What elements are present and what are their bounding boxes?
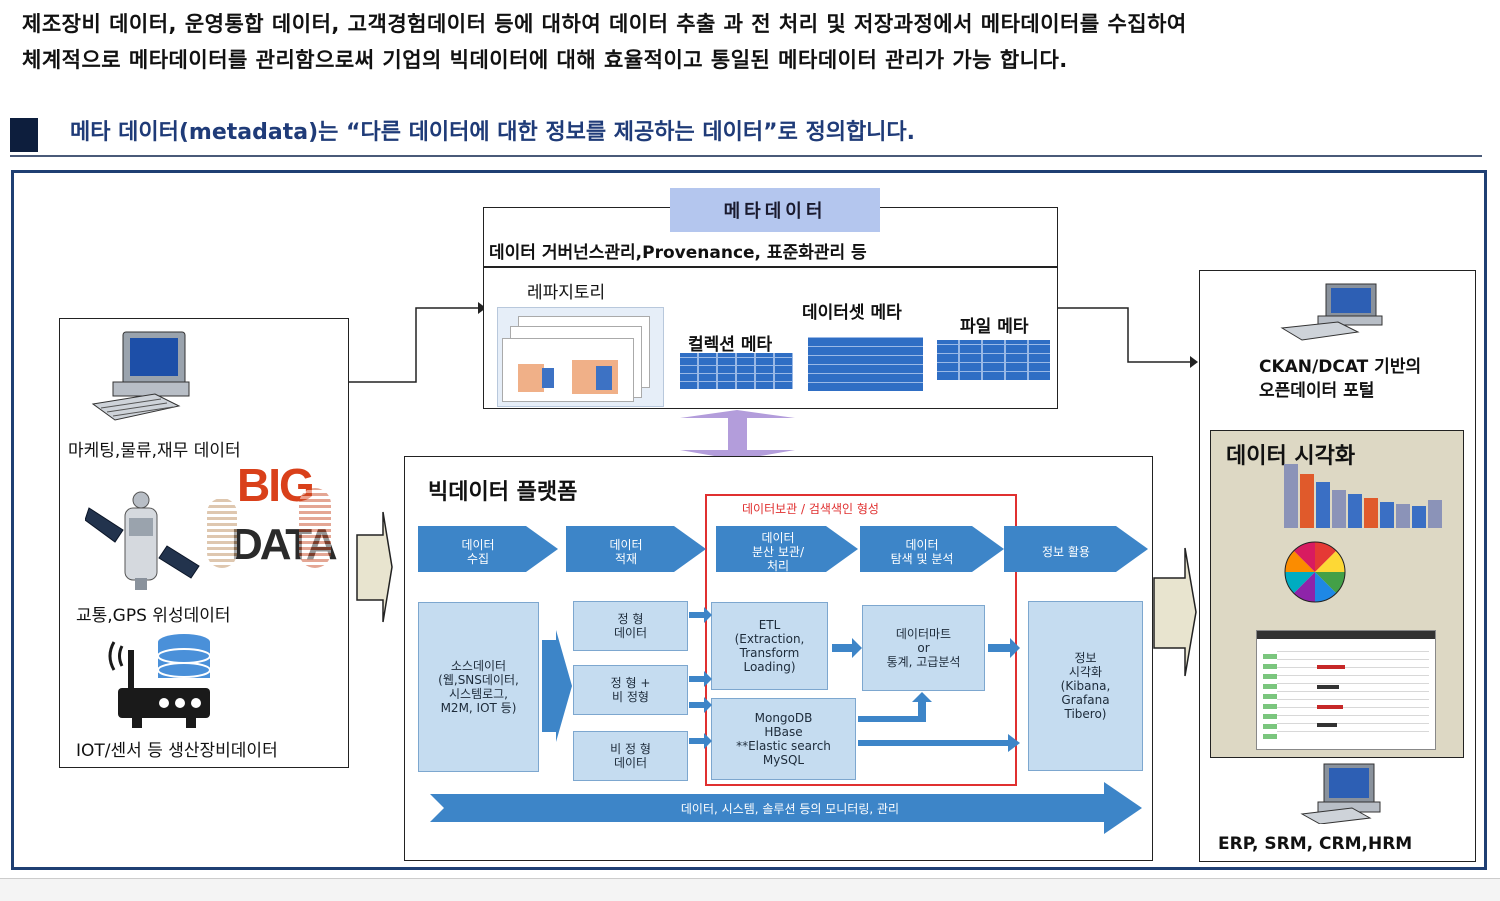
bar-chart-thumbnail — [1284, 464, 1442, 528]
monitoring-label: 데이터, 시스템, 솔루션 등의 모니터링, 관리 — [680, 802, 900, 816]
divider — [10, 155, 1482, 157]
source-data-box: 소스데이터 (웹,SNS데이터, 시스템로그, M2M, IOT 등) — [418, 602, 539, 772]
intro-line-2: 체계적으로 메타데이터를 관리함으로써 기업의 빅데이터에 대해 효율적이고 통… — [22, 48, 1068, 72]
satellite-icon — [85, 491, 200, 590]
dashboard-screenshot-thumbnail — [1256, 630, 1436, 750]
structured-data-box: 정 형 데이터 — [573, 601, 688, 651]
connector-arrowhead — [1190, 356, 1198, 368]
datastore-box: MongoDB HBase **Elastic search MySQL — [711, 698, 856, 780]
intro-paragraph: 제조장비 데이터, 운영통합 데이터, 고객경험데이터 등에 대하여 데이터 추… — [22, 6, 1482, 78]
repository-label: 레파지토리 — [527, 283, 606, 303]
portal-computer-icon — [1280, 283, 1383, 341]
iot-data-label: IOT/센서 등 생산장비데이터 — [76, 741, 278, 761]
file-meta-label: 파일 메타 — [960, 317, 1029, 337]
stage-store-label: 데이터 분산 보관/ 처리 — [751, 531, 805, 573]
gps-data-label: 교통,GPS 위성데이터 — [76, 606, 231, 626]
storage-index-label: 데이터보관 / 검색색인 형성 — [742, 502, 879, 516]
architecture-diagram-frame — [11, 170, 1487, 870]
visualization-tools-box: 정보 시각화 (Kibana, Grafana Tibero) — [1028, 601, 1143, 771]
semi-structured-data-box: 정 형 + 비 정형 — [573, 665, 688, 715]
definition-heading: 메타 데이터(metadata)는 “다른 데이터에 대한 정보를 제공하는 데… — [70, 120, 916, 145]
stage-explore-arrow — [860, 526, 1004, 572]
stage-use-label: 정보 활용 — [1042, 545, 1090, 559]
portal-label-line2: 오픈데이터 포털 — [1259, 381, 1375, 401]
dataset-meta-label: 데이터셋 메타 — [802, 303, 902, 323]
section-bullet-icon — [10, 118, 38, 152]
portal-label-line1: CKAN/DCAT 기반의 — [1259, 357, 1422, 377]
pie-chart-thumbnail — [1284, 541, 1346, 603]
platform-to-consumers-arrow — [1153, 547, 1197, 677]
intro-line-1: 제조장비 데이터, 운영통합 데이터, 고객경험데이터 등에 대하여 데이터 추… — [22, 12, 1187, 36]
data-mart-box: 데이터마트 or 통계, 고급분석 — [862, 605, 985, 691]
inner-flow-arrows — [542, 607, 1020, 752]
collection-meta-label: 컬렉션 메타 — [688, 335, 773, 355]
unstructured-data-box: 비 정 형 데이터 — [573, 731, 688, 781]
erp-computer-icon — [1300, 763, 1381, 824]
governance-label: 데이터 거버넌스관리,Provenance, 표준화관리 등 — [489, 243, 867, 263]
platform-title: 빅데이터 플랫폼 — [428, 480, 578, 505]
big-data-word-cloud: BIG DATA — [205, 458, 338, 606]
metadata-title: 메타데이터 — [670, 188, 880, 232]
process-stages — [418, 526, 1148, 572]
stage-store-arrow — [716, 526, 858, 572]
connector-meta-to-portal — [1057, 307, 1190, 363]
dataset-meta-table-icon — [808, 337, 923, 391]
metadata-divider — [483, 266, 1058, 268]
desktop-computer-icon — [91, 331, 190, 421]
stage-load-label: 데이터 적재 — [609, 538, 643, 566]
stage-load-arrow — [566, 526, 706, 572]
file-meta-table-icon — [937, 340, 1050, 380]
etl-box: ETL (Extraction, Transform Loading) — [711, 602, 828, 690]
stage-collect-arrow — [418, 526, 558, 572]
monitoring-arrow — [430, 782, 1142, 834]
connector-arrowhead — [478, 302, 486, 314]
storage-index-highlight-box — [705, 494, 1017, 786]
enterprise-systems-label: ERP, SRM, CRM,HRM — [1218, 834, 1413, 854]
stage-explore-label: 데이터 탐색 및 분석 — [890, 538, 954, 566]
connector-sources-to-meta — [348, 307, 478, 383]
stage-use-arrow — [1004, 526, 1148, 572]
repository-thumbnail — [497, 307, 664, 407]
collection-meta-table-icon — [680, 353, 793, 389]
sources-to-platform-arrow — [356, 511, 393, 623]
stage-collect-label: 데이터 수집 — [461, 538, 495, 566]
iot-database-icon — [108, 634, 211, 728]
marketing-data-label: 마케팅,물류,재무 데이터 — [68, 441, 241, 461]
meta-platform-double-arrow — [680, 410, 795, 460]
bottom-scroll-area — [0, 878, 1500, 901]
